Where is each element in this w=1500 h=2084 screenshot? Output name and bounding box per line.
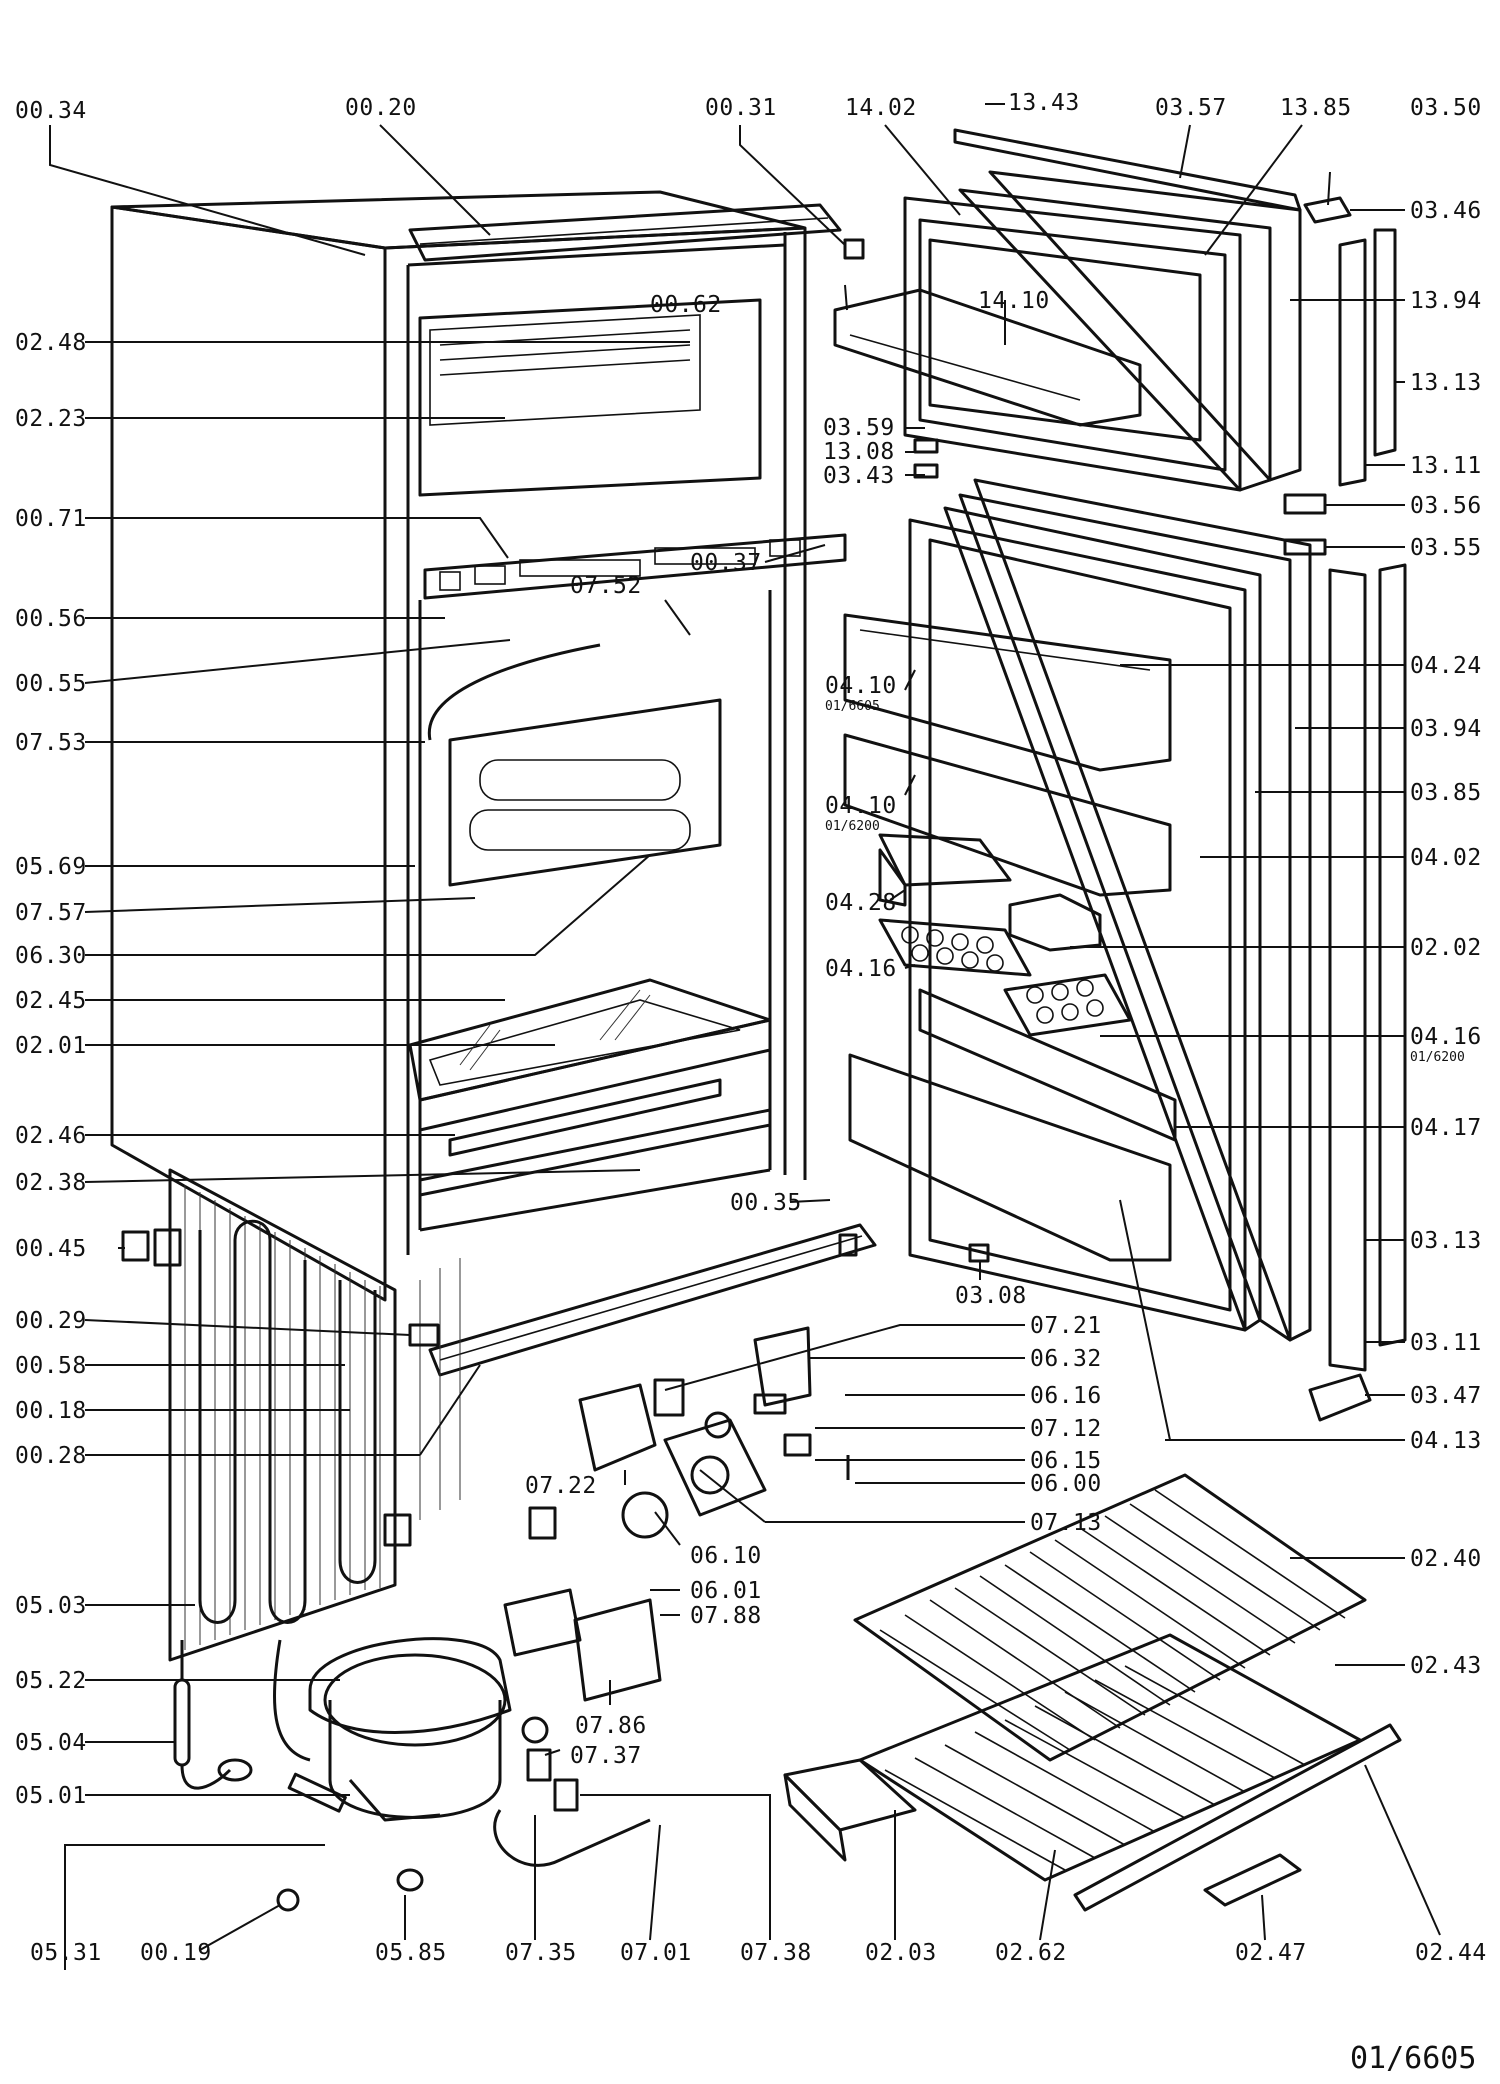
label-0246: 02.46	[15, 1123, 87, 1149]
label-1313: 13.13	[1410, 370, 1482, 396]
part-labels: 00.34 00.20 00.31 14.02 13.43 03.57 13.8…	[15, 90, 1487, 1966]
label-0243: 02.43	[1410, 1653, 1482, 1679]
label-0202: 02.02	[1410, 935, 1482, 961]
label-0347: 03.47	[1410, 1383, 1482, 1409]
label-0394: 03.94	[1410, 716, 1482, 742]
label-0753: 07.53	[15, 730, 87, 756]
label-0712: 07.12	[1030, 1416, 1102, 1442]
label-0752: 07.52	[570, 573, 642, 599]
label-0031: 00.31	[705, 95, 777, 121]
label-0417: 04.17	[1410, 1115, 1482, 1141]
label-0615: 06.15	[1030, 1448, 1102, 1474]
label-0223: 02.23	[15, 406, 87, 432]
label-0600: 06.00	[1030, 1471, 1102, 1497]
label-0416b-sub: 01/6200	[1410, 1050, 1465, 1065]
label-0056: 00.56	[15, 606, 87, 632]
label-1410: 14.10	[978, 288, 1050, 314]
label-0248: 02.48	[15, 330, 87, 356]
label-0757: 07.57	[15, 900, 87, 926]
label-0501: 05.01	[15, 1783, 87, 1809]
label-0029: 00.29	[15, 1308, 87, 1334]
label-1343: 13.43	[1008, 90, 1080, 116]
label-0035: 00.35	[730, 1190, 802, 1216]
label-0585: 05.85	[375, 1940, 447, 1966]
label-0788: 07.88	[690, 1603, 762, 1629]
label-0037: 00.37	[690, 550, 762, 576]
label-0203: 02.03	[865, 1940, 937, 1966]
label-1394: 13.94	[1410, 288, 1482, 314]
leader-lines	[49, 103, 1441, 1970]
label-0062: 00.62	[650, 292, 722, 318]
label-0410a: 04.10	[825, 673, 897, 699]
condenser-hatching	[184, 1185, 461, 1650]
document-reference: 01/6605	[1350, 2041, 1476, 2076]
label-0632: 06.32	[1030, 1346, 1102, 1372]
label-0311: 03.11	[1410, 1330, 1482, 1356]
label-0201: 02.01	[15, 1033, 87, 1059]
label-0616: 06.16	[1030, 1383, 1102, 1409]
label-0701: 07.01	[620, 1940, 692, 1966]
label-0630: 06.30	[15, 943, 87, 969]
label-0045: 00.45	[15, 1236, 87, 1262]
freezer-door-assembly	[833, 128, 1397, 492]
label-0034: 00.34	[15, 98, 87, 124]
label-1402: 14.02	[845, 95, 917, 121]
label-0359: 03.59	[823, 415, 895, 441]
label-0503: 05.03	[15, 1593, 87, 1619]
label-0058: 00.58	[15, 1353, 87, 1379]
label-0413: 04.13	[1410, 1428, 1482, 1454]
label-0601: 06.01	[690, 1578, 762, 1604]
label-0350: 03.50	[1410, 95, 1482, 121]
label-0244: 02.44	[1415, 1940, 1487, 1966]
label-0738: 07.38	[740, 1940, 812, 1966]
label-0357: 03.57	[1155, 95, 1227, 121]
fridge-door-assembly	[843, 478, 1407, 1422]
label-0020: 00.20	[345, 95, 417, 121]
label-0722: 07.22	[525, 1473, 597, 1499]
label-0410b-sub: 01/6200	[825, 819, 880, 834]
label-0721: 07.21	[1030, 1313, 1102, 1339]
label-1311: 13.11	[1410, 453, 1482, 479]
label-0346: 03.46	[1410, 198, 1482, 224]
label-0416a: 04.16	[825, 956, 897, 982]
cabinet-body	[110, 190, 877, 1822]
label-0055: 00.55	[15, 671, 87, 697]
label-0240: 02.40	[1410, 1546, 1482, 1572]
label-0504: 05.04	[15, 1730, 87, 1756]
label-0522: 05.22	[15, 1668, 87, 1694]
label-0735: 07.35	[505, 1940, 577, 1966]
label-0569: 05.69	[15, 854, 87, 880]
label-0402: 04.02	[1410, 845, 1482, 871]
label-0245: 02.45	[15, 988, 87, 1014]
label-0424: 04.24	[1410, 653, 1482, 679]
label-0247: 02.47	[1235, 1940, 1307, 1966]
label-0238: 02.38	[15, 1170, 87, 1196]
label-0018: 00.18	[15, 1398, 87, 1424]
label-0356: 03.56	[1410, 493, 1482, 519]
label-1385: 13.85	[1280, 95, 1352, 121]
label-0531: 05.31	[30, 1940, 102, 1966]
label-0028: 00.28	[15, 1443, 87, 1469]
label-0410b: 04.10	[825, 793, 897, 819]
label-0416b: 04.16	[1410, 1024, 1482, 1050]
label-0786: 07.86	[575, 1713, 647, 1739]
label-0308: 03.08	[955, 1283, 1027, 1309]
label-0410a-sub: 01/6605	[825, 699, 880, 714]
label-0019: 00.19	[140, 1940, 212, 1966]
label-0713: 07.13	[1030, 1510, 1102, 1536]
label-1308: 13.08	[823, 439, 895, 465]
label-0737: 07.37	[570, 1743, 642, 1769]
label-0428: 04.28	[825, 890, 897, 916]
label-0071: 00.71	[15, 506, 87, 532]
label-0355: 03.55	[1410, 535, 1482, 561]
label-0343: 03.43	[823, 463, 895, 489]
label-0610: 06.10	[690, 1543, 762, 1569]
label-0385: 03.85	[1410, 780, 1482, 806]
electrical-components	[121, 238, 1327, 1912]
label-0313: 03.13	[1410, 1228, 1482, 1254]
label-0262: 02.62	[995, 1940, 1067, 1966]
wire-shelves	[783, 1473, 1402, 1912]
